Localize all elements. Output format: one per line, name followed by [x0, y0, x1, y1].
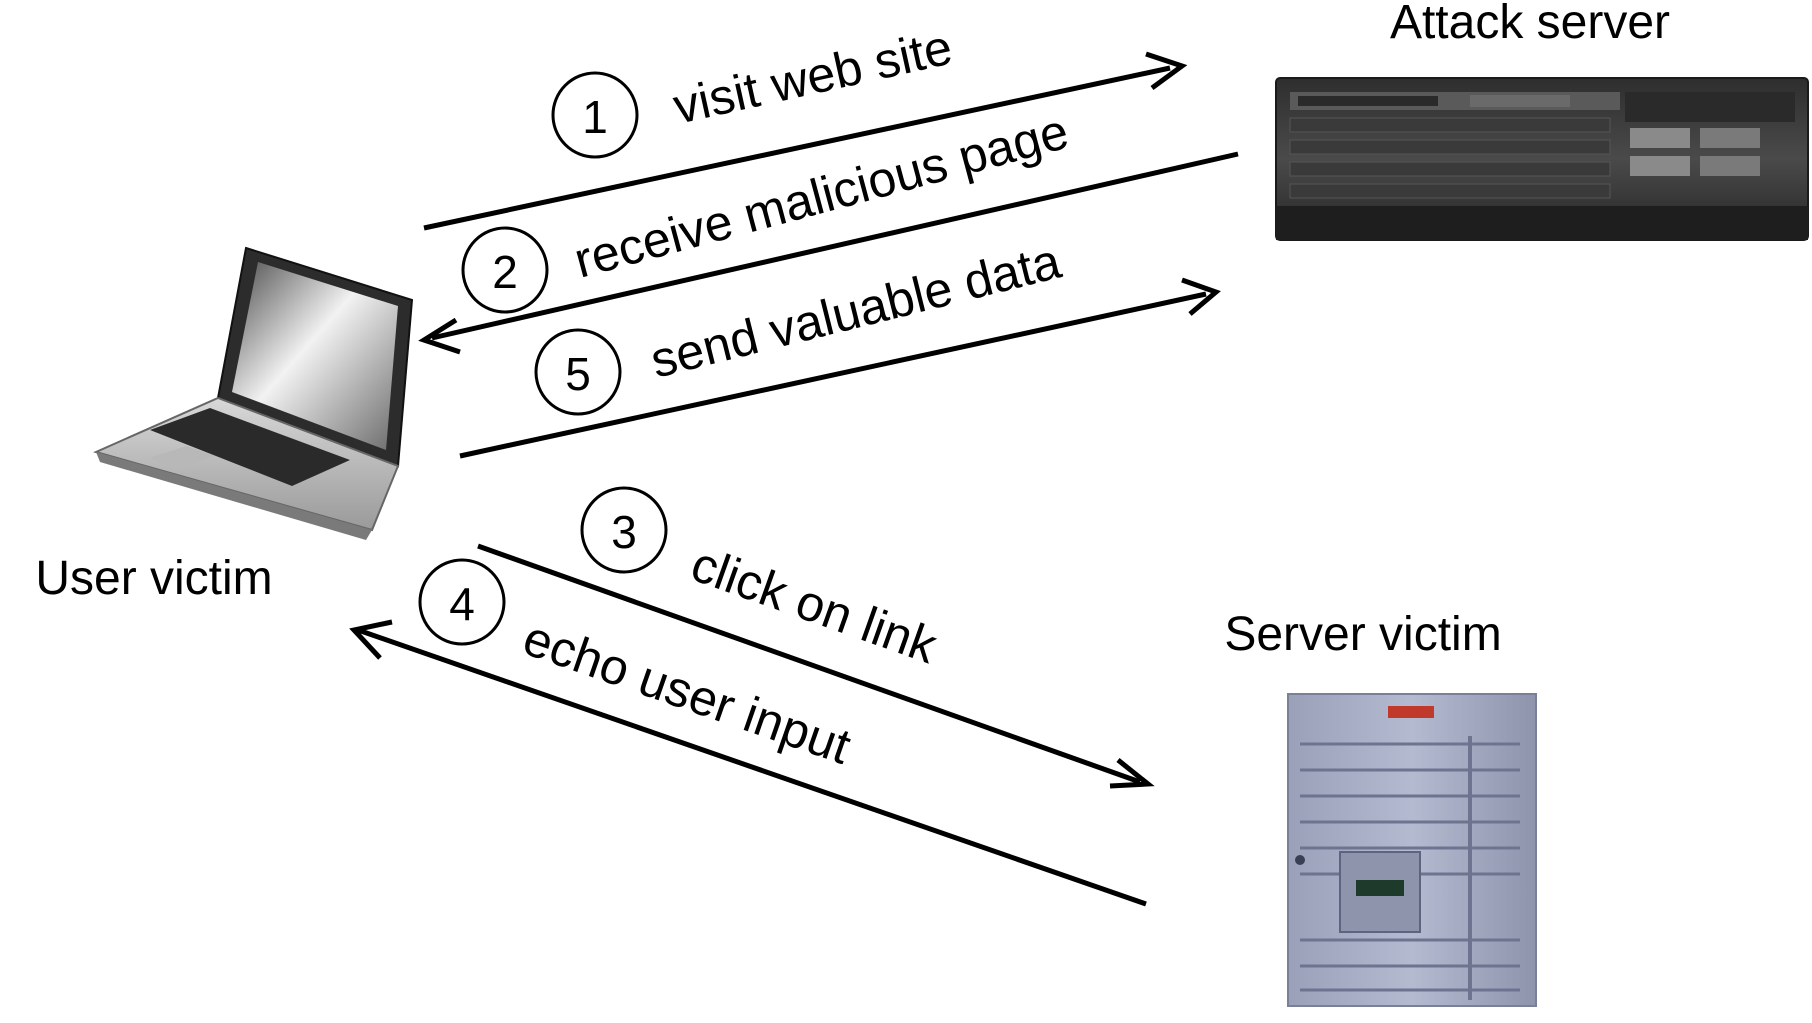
step-1-number: 1 — [582, 91, 608, 143]
laptop-icon — [93, 246, 414, 540]
rack-server-icon — [1275, 77, 1809, 241]
edge-5-arrowhead-icon — [1181, 277, 1221, 316]
step-1-circle — [551, 71, 639, 159]
edge-3-label: click on link — [684, 536, 945, 675]
edge-5-line — [459, 291, 1207, 459]
tower-server-icon — [1287, 693, 1537, 1007]
edge-3-line — [477, 543, 1141, 785]
step-3-number: 3 — [611, 506, 637, 558]
step-5-circle — [534, 328, 622, 416]
step-2-number: 2 — [492, 246, 518, 298]
server-victim-node: Server victim — [1224, 608, 1537, 1007]
edge-2-arrowhead-icon — [418, 317, 461, 355]
edge-4-line — [357, 627, 1147, 907]
step-4-circle — [418, 558, 506, 646]
edge-3-arrowhead-icon — [1109, 758, 1155, 789]
user-victim-label: User victim — [35, 552, 272, 605]
attack-server-label: Attack server — [1390, 0, 1670, 49]
edge-1-line — [423, 65, 1171, 231]
server-victim-label: Server victim — [1224, 608, 1501, 661]
step-3-circle — [580, 486, 668, 574]
step-5-number: 5 — [565, 348, 591, 400]
attack-server-node: Attack server — [1275, 0, 1809, 241]
user-victim-node: User victim — [35, 246, 414, 605]
edge-2-line — [431, 151, 1239, 341]
edge-5-label: send valuable data — [645, 233, 1066, 389]
step-4-number: 4 — [449, 578, 475, 630]
edge-4-label: echo user input — [516, 610, 857, 775]
edge-step-5: 5 send valuable data — [459, 233, 1221, 459]
step-2-circle — [461, 226, 549, 314]
edge-1-arrowhead-icon — [1145, 51, 1188, 91]
edge-4-arrowhead-icon — [349, 619, 393, 660]
edge-1-label: visit web site — [668, 19, 957, 135]
